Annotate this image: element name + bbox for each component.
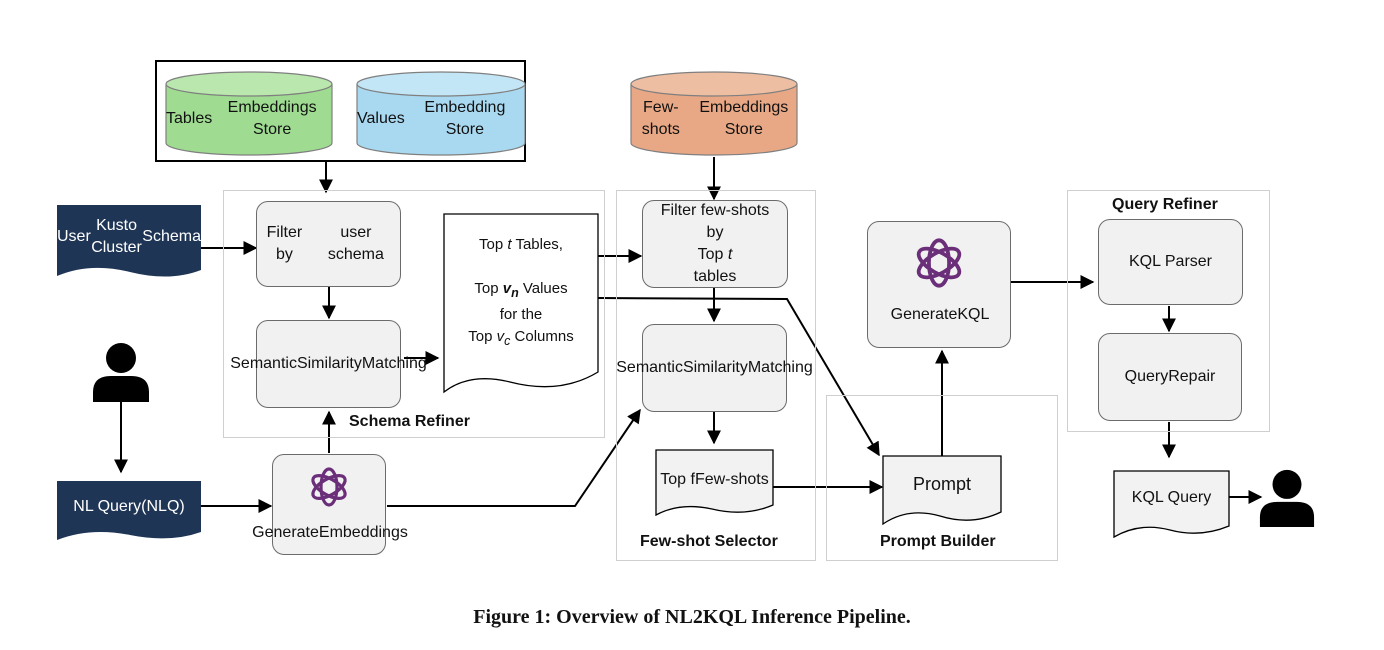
doc-shape — [443, 213, 599, 394]
text-line: User — [57, 228, 91, 245]
query-refiner-label: Query Refiner — [1112, 196, 1218, 213]
filter-by-user-schema-box: Filter by user schema — [256, 201, 401, 287]
fewshots-embeddings-store-label: Few-shots Embeddings Store — [631, 96, 797, 142]
values-embedding-store-label: Values Embedding Store — [357, 96, 525, 142]
text-line: Kusto Cluster — [91, 217, 142, 256]
fewshots-store-cylinder — [630, 71, 798, 156]
text-line: Repair — [1168, 368, 1216, 385]
text-line: Embedding Store — [424, 99, 506, 138]
text-line: Values — [357, 110, 405, 127]
text-line: Similarity — [682, 359, 748, 376]
text-line: Embeddings Store — [227, 99, 317, 138]
schema-doc-shape — [57, 205, 201, 277]
tables-store-cylinder — [165, 71, 333, 156]
text-line: Embeddings — [318, 524, 408, 541]
text-line: Top f — [660, 471, 695, 488]
values-store-cylinder — [356, 71, 526, 156]
text-line: (NLQ) — [141, 498, 185, 515]
openai-logo-icon — [916, 238, 962, 288]
top-tables-values-doc: Top t Tables, Top vn Values for the Top … — [468, 236, 574, 348]
text-line: Embeddings Store — [699, 99, 789, 138]
arrow-embeddings-to-fewshot-semantic — [387, 408, 641, 507]
text-line: Matching — [747, 359, 813, 376]
schema-refiner-label: Schema Refiner — [349, 413, 470, 430]
text-line: KQL — [957, 306, 990, 323]
topf-doc-shape — [655, 449, 774, 517]
text-line: Filter few-shots — [660, 202, 770, 219]
prompt-doc: Prompt — [912, 473, 972, 494]
text-line: Filter by — [266, 224, 303, 263]
text-line: Semantic — [616, 359, 683, 376]
text-line: Generate — [252, 524, 319, 541]
kql-query-doc-shape — [1113, 470, 1230, 539]
fewshot-selector-label: Few-shot Selector — [640, 533, 778, 550]
text-line: Few-shots — [694, 471, 769, 488]
text-line: Generate — [890, 306, 958, 323]
kql-parser-box: KQL Parser — [1098, 219, 1243, 305]
text-line: Matching — [361, 355, 427, 372]
kql-query-output: KQL Query — [1131, 489, 1212, 506]
tables-embeddings-store-label: Tables Embeddings Store — [166, 96, 332, 142]
prompt-builder-region — [826, 395, 1058, 561]
prompt-doc-shape — [882, 455, 1002, 526]
text-line: NL Query — [73, 498, 142, 515]
user-icon — [1259, 469, 1315, 527]
text-line: user schema — [327, 224, 384, 263]
query-refiner-region — [1067, 190, 1270, 432]
text-line: Query — [1124, 368, 1169, 385]
text-line: Tables — [166, 110, 213, 127]
openai-logo-icon — [311, 467, 347, 507]
text-line: Few-shots — [641, 99, 680, 138]
fewshot-selector-region — [616, 190, 816, 561]
text-line: Schema — [142, 228, 201, 245]
prompt-builder-label: Prompt Builder — [880, 533, 996, 550]
nlq-doc-shape — [57, 481, 201, 540]
nl-query-input: NL Query(NLQ) — [57, 483, 201, 531]
arrow-doc-to-prompt — [597, 297, 880, 457]
user-icon — [93, 343, 149, 402]
text-line: Top — [697, 246, 728, 263]
schema-refiner-region — [223, 190, 605, 438]
figure-caption: Figure 1: Overview of NL2KQL Inference P… — [473, 606, 911, 628]
text-line: Semantic — [230, 355, 297, 372]
text-line: Similarity — [296, 355, 362, 372]
text-line: by — [706, 224, 724, 241]
